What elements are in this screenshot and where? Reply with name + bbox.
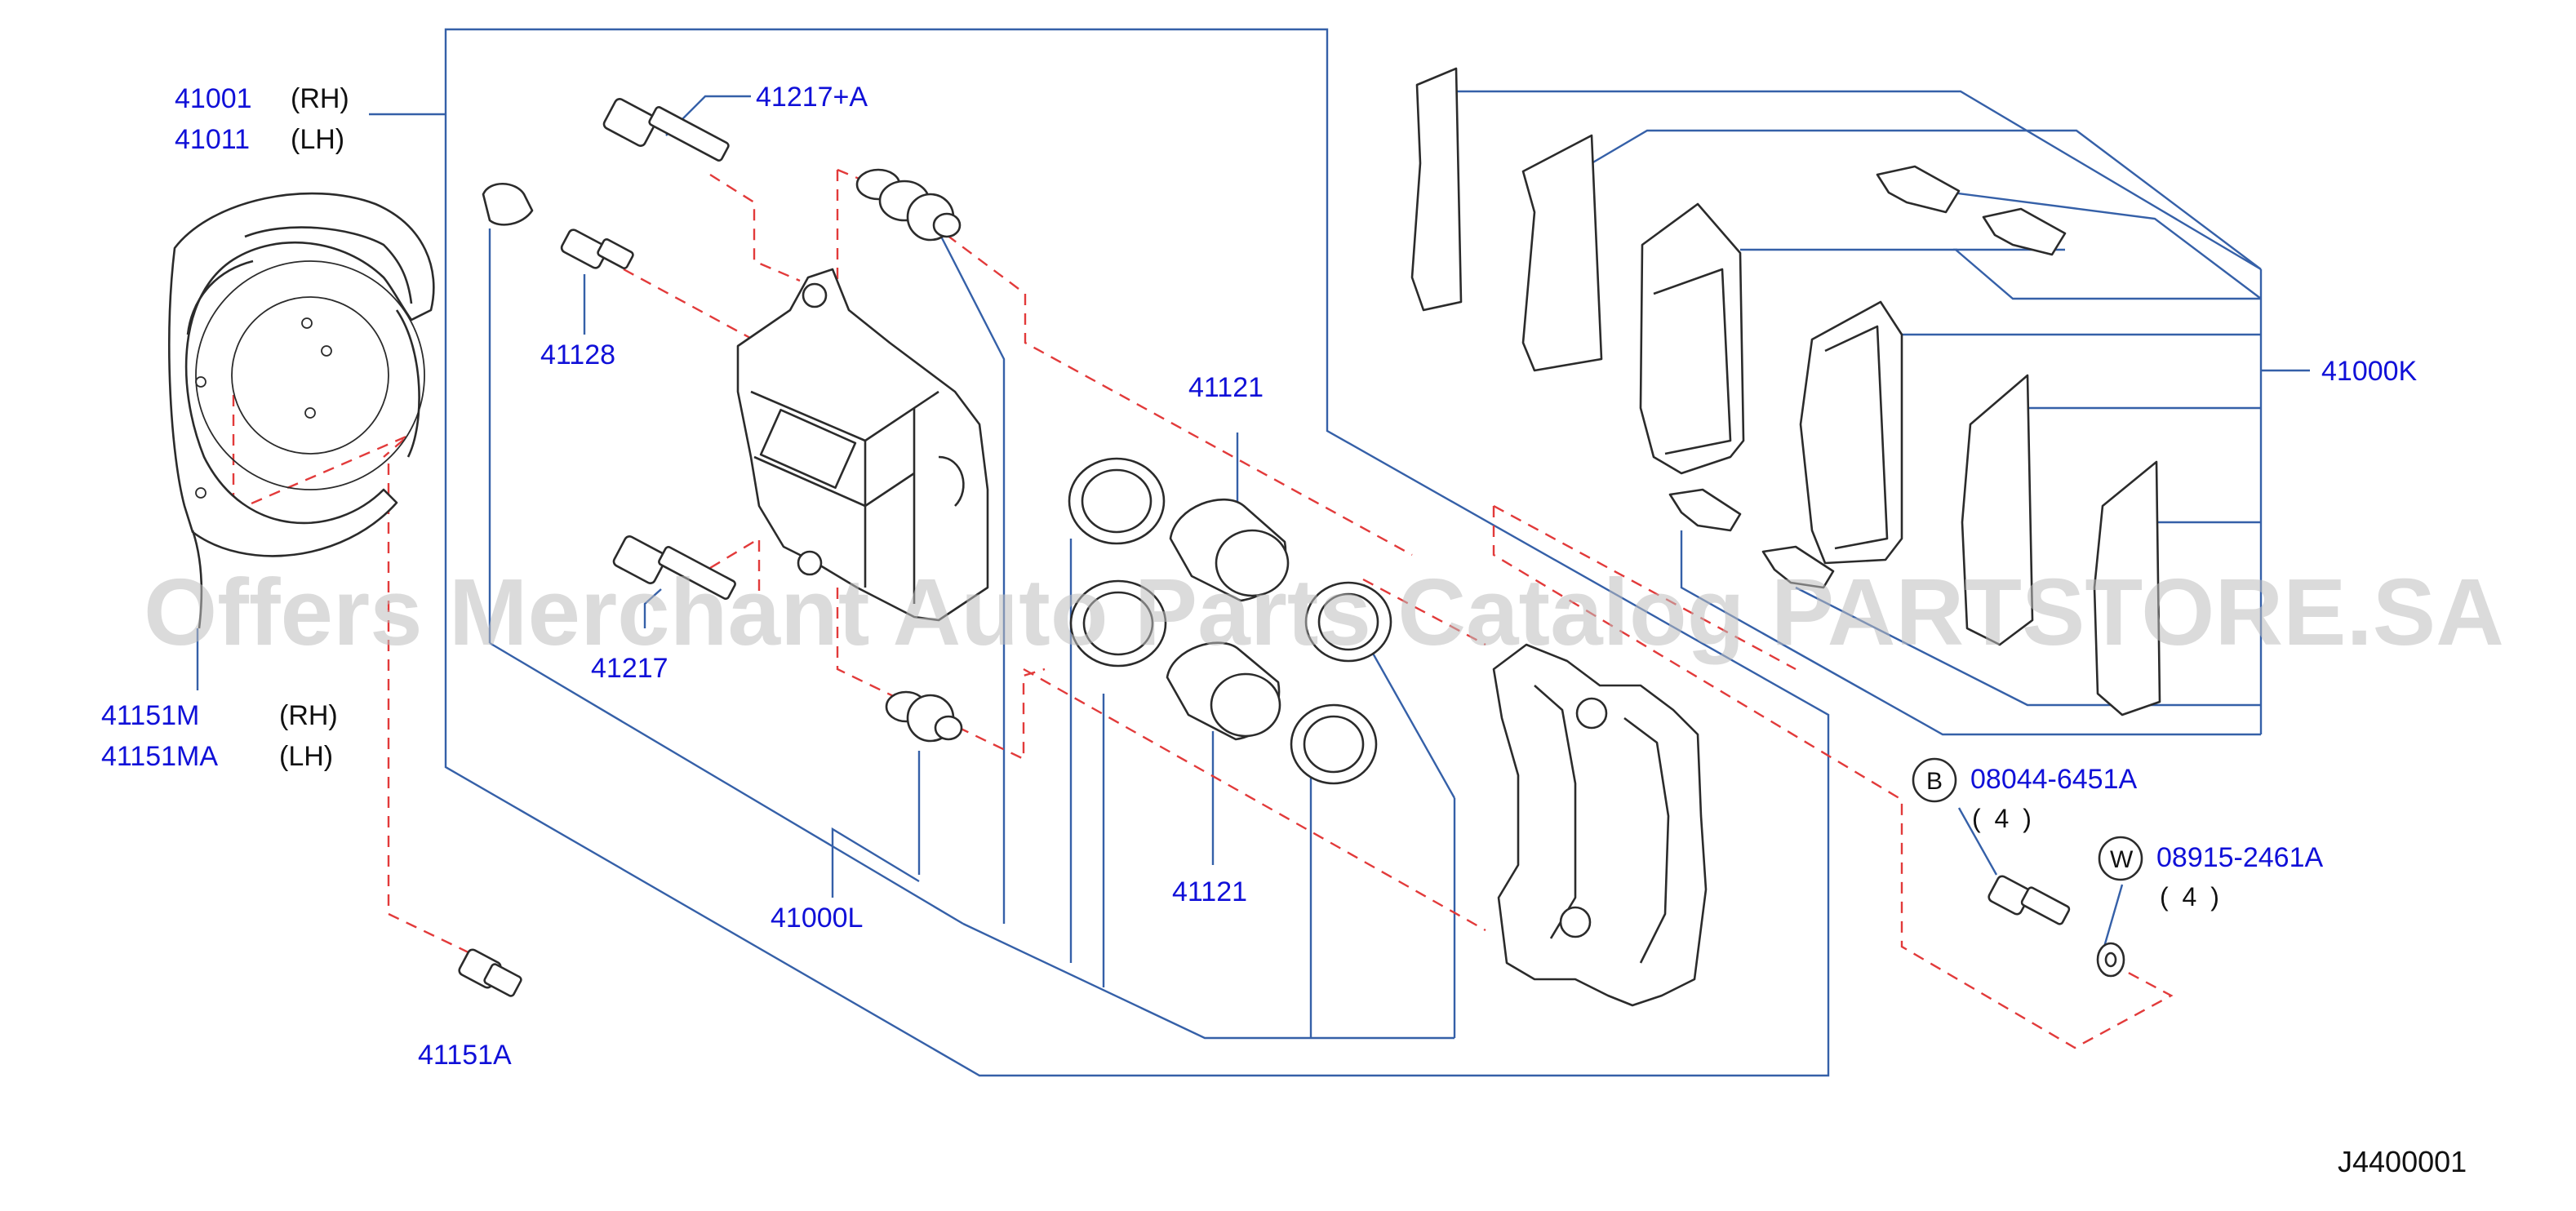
quantity-08915: ( 4 )	[2160, 882, 2223, 912]
piston-seals-drawing	[1068, 457, 1392, 785]
bolt-marker-circle	[1912, 757, 1957, 803]
brake-pads-drawing	[1410, 67, 2161, 716]
bleeder-cap-drawing	[482, 183, 534, 226]
part-number-41128[interactable]: 41128	[540, 339, 615, 370]
part-number-41000l[interactable]: 41000L	[771, 903, 863, 934]
side-label-lh-41011: (LH)	[291, 124, 344, 155]
dust-shield-drawing	[168, 192, 435, 629]
quantity-08044: ( 4 )	[1972, 804, 2035, 833]
washer-marker-letter: W	[2110, 846, 2134, 873]
part-number-41151a[interactable]: 41151A	[418, 1040, 512, 1071]
side-label-rh-41001: (RH)	[291, 83, 349, 114]
shield-bolt-drawing	[458, 948, 522, 997]
caliper-body-drawing	[736, 268, 989, 622]
bolt-marker-letter: B	[1926, 768, 1943, 795]
part-number-41217[interactable]: 41217	[591, 653, 668, 684]
part-number-41001[interactable]: 41001	[175, 83, 252, 114]
part-number-41151ma[interactable]: 41151MA	[101, 741, 218, 772]
caliper-bolt-41217-drawing	[612, 535, 736, 601]
part-number-41151m[interactable]: 41151M	[101, 700, 199, 731]
caliper-bracket-drawing	[1492, 643, 1708, 1007]
leader-lines	[196, 28, 2310, 1077]
washer-marker-circle	[2098, 836, 2143, 881]
washer-drawing	[2096, 942, 2125, 978]
part-number-08044-6451a[interactable]: 08044-6451A	[1970, 764, 2138, 795]
bracket-bolt-drawing	[1988, 875, 2071, 925]
part-number-41121-top[interactable]: 41121	[1188, 372, 1264, 403]
pin-boot-top-drawing	[855, 168, 962, 242]
pistons-drawing	[1166, 498, 1290, 741]
diagram-reference-code: J4400001	[2338, 1145, 2467, 1178]
side-label-lh-41151ma: (LH)	[279, 741, 333, 772]
bleeder-screw-drawing	[560, 228, 634, 269]
part-number-41011[interactable]: 41011	[175, 124, 250, 155]
side-label-rh-41151m: (RH)	[279, 700, 338, 731]
part-number-41217a[interactable]: 41217+A	[756, 82, 868, 113]
part-number-08915-2461a[interactable]: 08915-2461A	[2156, 842, 2324, 873]
watermark-text: Offers Merchant Auto Parts Catalog PARTS…	[144, 559, 2504, 665]
part-number-41000k[interactable]: 41000K	[2321, 356, 2418, 387]
caliper-bolt-41217a-drawing	[602, 98, 730, 162]
pin-boot-bottom-drawing	[885, 690, 963, 743]
part-number-41121-bottom[interactable]: 41121	[1172, 876, 1247, 907]
pad-clips-drawing	[1668, 165, 2067, 589]
